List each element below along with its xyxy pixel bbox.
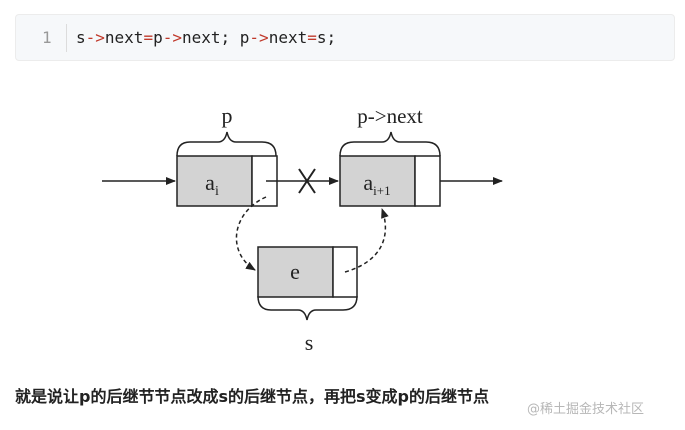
- watermark: @稀土掘金技术社区: [527, 402, 645, 417]
- label-pnext: p->next: [357, 104, 423, 128]
- brace-s: [257, 295, 358, 321]
- node-ai: ai: [176, 155, 278, 207]
- code-token: s: [76, 28, 86, 47]
- dashed-arrow-s-to-pnext: [344, 208, 389, 273]
- explanation-text: 就是说让p的后继节节点改成s的后继节点，再把s变成p的后继节点: [15, 387, 489, 406]
- node-ai-subscript: i: [215, 184, 219, 199]
- code-token: next; p: [181, 28, 250, 47]
- code-operator: ->: [85, 28, 105, 47]
- code-operator: =: [307, 28, 317, 47]
- brace-p: [176, 131, 277, 157]
- node-ai1-subscript: i+1: [373, 183, 390, 198]
- label-s: s: [305, 330, 314, 355]
- code-token: s;: [316, 28, 337, 47]
- code-token: next: [268, 28, 308, 47]
- gutter-divider: [66, 24, 67, 52]
- code-operator: =: [143, 28, 154, 47]
- node-ai1: ai+1: [339, 155, 441, 207]
- node-ai1-label: a: [363, 170, 373, 195]
- cross-mark: [298, 168, 316, 194]
- code-token: p: [153, 28, 163, 47]
- node-ai-label: a: [205, 170, 215, 195]
- code-operator: ->: [162, 28, 182, 47]
- code-line: s->next=p->next; p->next=s;: [76, 28, 336, 47]
- node-e: e: [257, 246, 358, 298]
- label-p: p: [222, 103, 233, 128]
- code-block: 1 s->next=p->next; p->next=s;: [15, 14, 675, 61]
- line-number: 1: [42, 28, 52, 47]
- code-operator: ->: [249, 28, 269, 47]
- brace-pnext: [339, 131, 441, 157]
- svg-text:ai: ai: [205, 170, 219, 199]
- node-e-label: e: [290, 259, 300, 284]
- svg-text:ai+1: ai+1: [363, 170, 390, 198]
- code-token: next: [104, 28, 144, 47]
